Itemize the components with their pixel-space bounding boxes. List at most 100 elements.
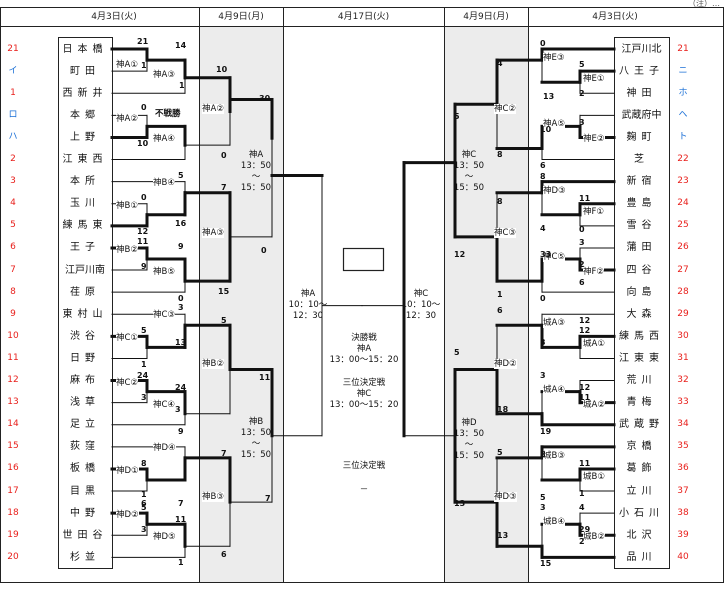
match-label-kE3: 神E③ [543, 53, 565, 64]
match-label-jB4: 城B④ [543, 517, 565, 528]
score-d1: 9 [178, 426, 184, 436]
score-h2: 8 [540, 449, 546, 459]
team-name-R-5: 芝 [634, 154, 649, 165]
team-name-L-12: 東村山 [62, 308, 108, 320]
match-label-rA2: 神A② [202, 104, 224, 115]
header-left-round2: 4月9日(月) [218, 12, 264, 22]
seed-L-20: 17 [7, 485, 19, 496]
seed-R-2: ホ [678, 87, 688, 98]
match-label-kE1: 神E① [583, 74, 605, 85]
team-name-R-8: 雪谷 [626, 220, 657, 232]
seed-L-8: 5 [10, 220, 16, 231]
match-label-kD1: 神D① [116, 465, 139, 476]
match-label-jA3: 城A③ [543, 318, 565, 329]
score-d4: 7 [221, 448, 227, 458]
seed-R-23: 40 [677, 551, 689, 562]
match-label-jA4: 城A④ [543, 384, 565, 395]
seed-R-5: 22 [677, 154, 689, 164]
seed-R-16: 33 [677, 397, 689, 408]
score-g4: 5 [454, 348, 460, 358]
score-a7: 10 [216, 65, 228, 75]
match-label-jB3: 城B③ [543, 450, 565, 461]
seed-L-13: 10 [7, 330, 19, 341]
match-label-jA2: 城A② [583, 399, 605, 410]
score-h10: 15 [540, 559, 552, 569]
match-label-kD4: 神D④ [153, 442, 176, 453]
score-e6: 10 [540, 125, 552, 135]
team-name-L-3: 本郷 [70, 109, 100, 121]
score-f3: 4 [540, 223, 546, 233]
match-label-kC3: 神C③ [153, 310, 176, 321]
team-name-R-10: 四谷 [626, 264, 657, 276]
score-d12: 6 [221, 550, 227, 560]
score-b4: 7 [221, 182, 227, 192]
walkover-label: 不戦勝 [155, 109, 181, 120]
shade-right-r2 [444, 26, 528, 582]
match-label-rC2: 神C② [494, 104, 517, 115]
score-g9: 18 [497, 404, 509, 414]
seed-L-23: 20 [7, 551, 19, 562]
team-name-L-8: 練馬東 [62, 220, 108, 232]
score-h4: 13 [454, 499, 466, 509]
header-right-round1: 4月3日(火) [592, 12, 638, 22]
seed-L-12: 9 [10, 308, 16, 319]
score-b2: 0 [141, 192, 147, 202]
header-rules [0, 8, 724, 582]
team-name-R-7: 豊島 [626, 198, 657, 210]
match-label-kD5: 神D⑤ [153, 532, 176, 543]
seed-R-3: ヘ [678, 109, 688, 120]
seed-R-17: 34 [677, 419, 689, 430]
match-label-kC5: 神C⑤ [543, 251, 566, 262]
team-name-R-15: 荒川 [626, 375, 657, 386]
score-f12: 1 [497, 290, 503, 300]
match-label-jB1: 城B① [583, 471, 605, 482]
team-name-R-22: 北沢 [626, 529, 657, 541]
seed-L-7: 4 [10, 198, 16, 209]
seed-L-6: 3 [10, 176, 16, 187]
team-name-L-16: 浅草 [70, 397, 100, 409]
team-name-R-17: 武蔵野 [619, 419, 664, 431]
match-label-kF1: 神F① [583, 206, 605, 217]
team-name-L-19: 板橋 [70, 463, 100, 475]
seed-R-7: 24 [677, 198, 689, 209]
seed-L-15: 12 [7, 375, 19, 385]
team-name-L-4: 上野 [70, 131, 100, 143]
seed-L-0: 21 [7, 43, 19, 54]
score-h1: 5 [497, 447, 503, 457]
third-place-info-2: 三位決定戦－ [342, 461, 386, 495]
match-label-kC1: 神C① [116, 333, 139, 344]
score-f4: 0 [579, 224, 585, 234]
seed-L-10: 7 [10, 264, 16, 275]
match-label-kF2: 神F② [583, 267, 605, 278]
seed-L-11: 8 [10, 286, 16, 297]
score-h12: 5 [540, 493, 546, 503]
team-name-R-6: 新宿 [626, 176, 657, 188]
score-c3: 1 [141, 360, 147, 370]
score-d7: 3 [141, 525, 147, 535]
match-label-rA3: 神A③ [202, 227, 224, 238]
seed-L-18: 15 [7, 441, 19, 452]
seed-L-3: ロ [8, 109, 18, 120]
match-label-rD2: 神D② [494, 359, 517, 370]
team-name-R-3: 武蔵府中 [621, 109, 662, 121]
score-b5: 16 [175, 218, 187, 228]
seed-R-13: 30 [677, 330, 689, 341]
seed-L-9: 6 [10, 242, 16, 253]
score-e9: 6 [540, 160, 546, 170]
team-name-L-6: 本所 [70, 176, 100, 188]
score-g6: 3 [540, 370, 546, 380]
team-name-L-15: 麻布 [70, 375, 100, 386]
score-c4: 5 [221, 316, 227, 326]
seed-R-14: 31 [677, 352, 689, 363]
score-b11: 0 [178, 294, 184, 304]
score-b9: 0 [261, 245, 267, 255]
team-name-R-18: 京橋 [626, 441, 657, 453]
score-d3: 1 [141, 490, 147, 500]
team-name-L-13: 渋谷 [70, 330, 100, 342]
score-a8: 30 [259, 94, 271, 104]
match-label-kA5: 神A⑤ [543, 119, 565, 130]
match-label-kA3: 神A③ [153, 70, 175, 81]
